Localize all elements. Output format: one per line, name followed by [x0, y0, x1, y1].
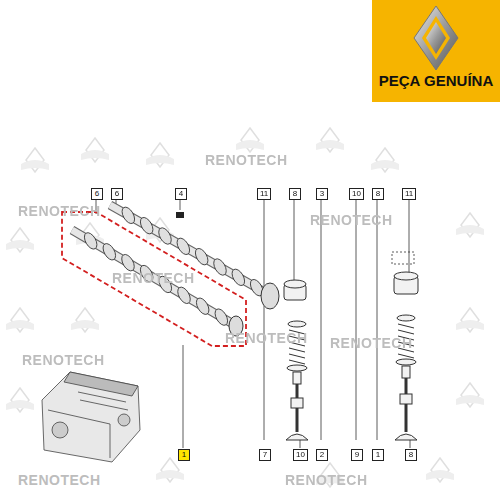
cam-lobe — [213, 307, 231, 328]
watermark: RENOTECH — [22, 352, 105, 368]
cam-lobe — [156, 226, 174, 247]
callout-number: 6 — [91, 188, 103, 200]
brand-text: PEÇA GENUÍNA — [372, 72, 500, 89]
watermark: RENOTECH — [18, 472, 101, 488]
watermark: RENOTECH — [285, 472, 368, 488]
callout-number: 1 — [372, 449, 384, 461]
callout-number: 10 — [349, 188, 364, 200]
callout-number: 11 — [402, 188, 416, 200]
cam-lobe — [101, 241, 119, 262]
cam-lobe — [193, 246, 211, 267]
callout-number: 1 — [178, 449, 190, 461]
cam-lobe — [230, 267, 248, 288]
watermark: RENOTECH — [225, 330, 308, 346]
callout-number: 8 — [372, 188, 384, 200]
cam-lobe — [194, 296, 212, 317]
cam-lobe — [175, 285, 193, 306]
cam-lobe — [175, 236, 193, 257]
cam-lobe — [120, 205, 138, 226]
watermark: RENOTECH — [310, 212, 393, 228]
callout-number: 7 — [259, 449, 271, 461]
watermark: RENOTECH — [18, 203, 101, 219]
watermark: RENOTECH — [205, 152, 288, 168]
cam-lobe — [211, 257, 229, 278]
callout-number: 4 — [175, 188, 187, 200]
callout-number: 3 — [316, 188, 328, 200]
cam-lobe — [82, 231, 100, 252]
callout-number: 8 — [405, 449, 417, 461]
callout-number: 8 — [289, 188, 301, 200]
cam-lobe — [138, 215, 156, 236]
watermark: RENOTECH — [112, 270, 195, 286]
callout-number: 2 — [316, 449, 328, 461]
callout-number: 6 — [111, 188, 123, 200]
callout-number: 9 — [351, 449, 363, 461]
brand-panel: PEÇA GENUÍNA — [372, 72, 500, 89]
callout-number: 10 — [293, 449, 308, 461]
callout-number: 11 — [257, 188, 271, 200]
watermark: RENOTECH — [330, 335, 413, 351]
cam-lobe — [119, 252, 137, 273]
